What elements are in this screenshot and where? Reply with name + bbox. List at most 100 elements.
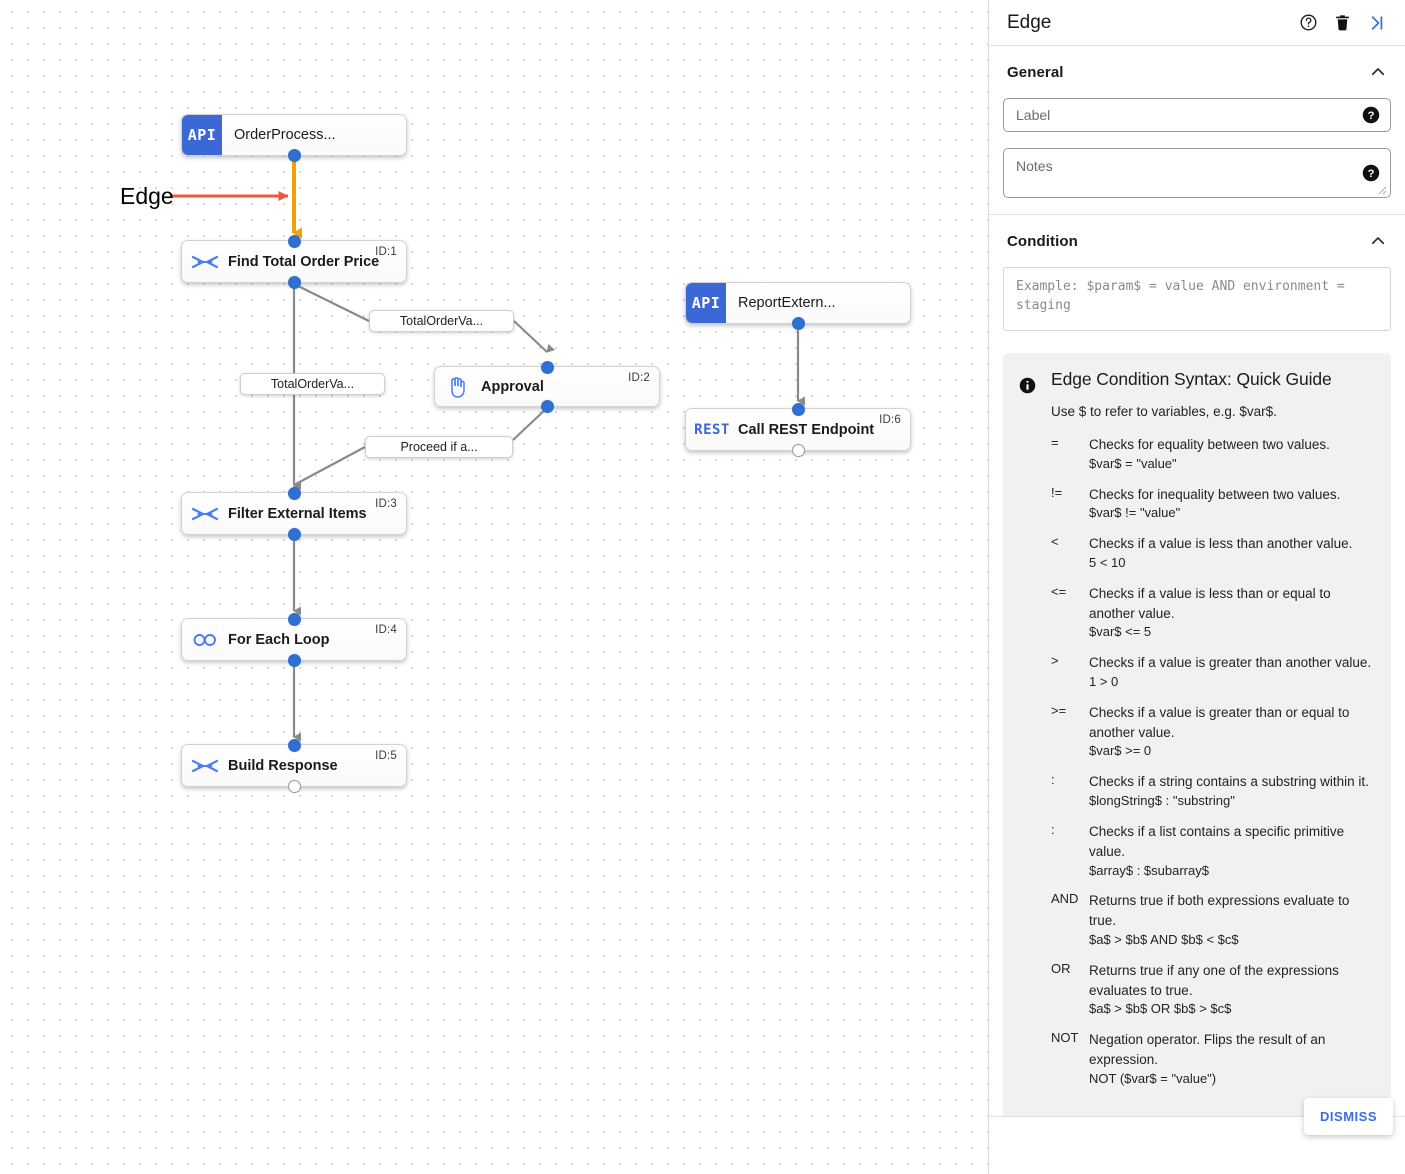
node-filter-external-items[interactable]: Filter External Items ID:3 — [181, 486, 407, 541]
operator-description: Returns true if any one of the expressio… — [1089, 962, 1339, 998]
notes-field-placeholder: Notes — [1016, 158, 1053, 174]
node-output-port[interactable] — [540, 399, 554, 413]
edge-label[interactable]: TotalOrderVa... — [369, 310, 514, 332]
dismiss-button[interactable]: DISMISS — [1304, 1098, 1393, 1135]
node-input-port[interactable] — [791, 402, 805, 416]
guide-title: Edge Condition Syntax: Quick Guide — [1051, 369, 1332, 389]
operator-example: $longString$ : "substring" — [1089, 793, 1235, 809]
node-output-port[interactable] — [287, 148, 301, 162]
help-circle-icon[interactable] — [1293, 8, 1323, 38]
node-input-port[interactable] — [287, 612, 301, 626]
node-input-port[interactable] — [540, 360, 554, 374]
annotation-label: Edge — [120, 183, 174, 209]
operator-symbol: AND — [1051, 891, 1079, 907]
node-output-port[interactable] — [791, 316, 805, 330]
operator-description: Returns true if both expressions evaluat… — [1089, 893, 1350, 929]
operator-example: NOT ($var$ = "value") — [1089, 1070, 1217, 1086]
panel-header: Edge — [989, 0, 1405, 46]
node-label: ReportExtern... — [738, 295, 836, 311]
edge-approval-to-filter-a — [512, 407, 548, 441]
operator-example: $a$ > $b$ AND $b$ < $c$ — [1089, 931, 1239, 947]
label-help-icon[interactable]: ? — [1362, 106, 1380, 124]
label-field[interactable]: Label ? — [1003, 98, 1391, 132]
operator-symbol: : — [1051, 822, 1055, 838]
converge-icon — [182, 253, 228, 271]
node-label: Filter External Items — [228, 505, 367, 522]
section-condition-header[interactable]: Condition — [1003, 215, 1391, 267]
trash-icon[interactable] — [1327, 8, 1357, 38]
chevron-up-icon[interactable] — [1369, 63, 1387, 81]
node-output-port[interactable] — [287, 275, 301, 289]
notes-field[interactable]: Notes ? — [1003, 148, 1391, 198]
section-general-header[interactable]: General — [1003, 46, 1391, 98]
operator-description: Checks if a list contains a specific pri… — [1089, 824, 1345, 859]
operator-example: $var$ >= 0 — [1089, 743, 1152, 759]
operator-example: $var$ <= 5 — [1089, 624, 1152, 640]
operator-example: $a$ > $b$ OR $b$ > $c$ — [1089, 1001, 1232, 1017]
node-output-port[interactable] — [287, 527, 301, 541]
operator-example: 5 < 10 — [1089, 555, 1126, 571]
operator-row: : Checks if a list contains a specific pr… — [1051, 822, 1373, 880]
operator-symbol: NOT — [1051, 1030, 1079, 1046]
guide-intro: Use $ to refer to variables, e.g. $var$. — [1051, 404, 1277, 419]
operator-row: <Checks if a value is less than another … — [1051, 534, 1373, 573]
node-output-port[interactable] — [791, 443, 805, 457]
operator-description: Checks for inequality between two values… — [1089, 486, 1341, 502]
section-condition-title: Condition — [1007, 232, 1078, 250]
node-output-port[interactable] — [287, 653, 301, 667]
node-id-badge: ID:3 — [375, 498, 397, 510]
api-badge: API — [182, 115, 222, 155]
converge-icon — [182, 757, 228, 775]
svg-text:?: ? — [1368, 168, 1375, 180]
label-field-placeholder: Label — [1016, 107, 1051, 123]
operator-row: >Checks if a value is greater than anoth… — [1051, 653, 1373, 692]
operator-symbol: != — [1051, 484, 1063, 500]
node-id-badge: ID:4 — [375, 624, 397, 636]
node-input-port[interactable] — [287, 234, 301, 248]
operator-symbol: = — [1051, 435, 1059, 450]
operator-example: $array$ : $subarray$ — [1089, 862, 1209, 878]
node-label: Approval — [481, 378, 544, 395]
edge-find-total-to-approval-a — [293, 283, 370, 322]
operator-example: $var$ = "value" — [1089, 455, 1177, 471]
chevron-up-icon[interactable] — [1369, 232, 1387, 250]
edge-label[interactable]: Proceed if a... — [365, 436, 513, 458]
notes-resize-handle[interactable] — [1377, 185, 1387, 195]
edge-find-total-to-approval-b — [513, 320, 556, 353]
notes-help-icon[interactable]: ? — [1362, 164, 1380, 182]
operator-row: = Checks for equality between two values.… — [1051, 435, 1373, 474]
node-output-port[interactable] — [287, 779, 301, 793]
section-general-title: General — [1007, 63, 1064, 81]
node-id-badge: ID:6 — [879, 414, 901, 426]
operator-symbol: > — [1051, 653, 1059, 669]
section-divider — [989, 214, 1405, 215]
operator-description: Checks if a string contains a substring … — [1089, 774, 1369, 790]
node-label: Call REST Endpoint — [738, 421, 875, 438]
node-input-port[interactable] — [287, 738, 301, 752]
collapse-panel-icon[interactable] — [1361, 8, 1391, 38]
operator-description: Checks for equality between two values. — [1089, 437, 1330, 452]
operator-symbol: >= — [1051, 703, 1067, 719]
node-id-badge: ID:1 — [375, 246, 397, 258]
loop-icon — [182, 631, 228, 649]
condition-textarea[interactable]: Example: $param$ = value AND environment… — [1003, 267, 1391, 331]
operator-symbol: < — [1051, 534, 1059, 550]
converge-icon — [182, 505, 228, 523]
operator-example: 1 > 0 — [1089, 674, 1119, 690]
operator-description: Checks if a value is greater than or equ… — [1089, 705, 1350, 740]
svg-text:?: ? — [1368, 110, 1375, 122]
operator-symbol: : — [1051, 772, 1055, 788]
edge-label[interactable]: TotalOrderVa... — [240, 373, 385, 395]
node-input-port[interactable] — [287, 486, 301, 500]
info-icon — [1019, 369, 1037, 1100]
